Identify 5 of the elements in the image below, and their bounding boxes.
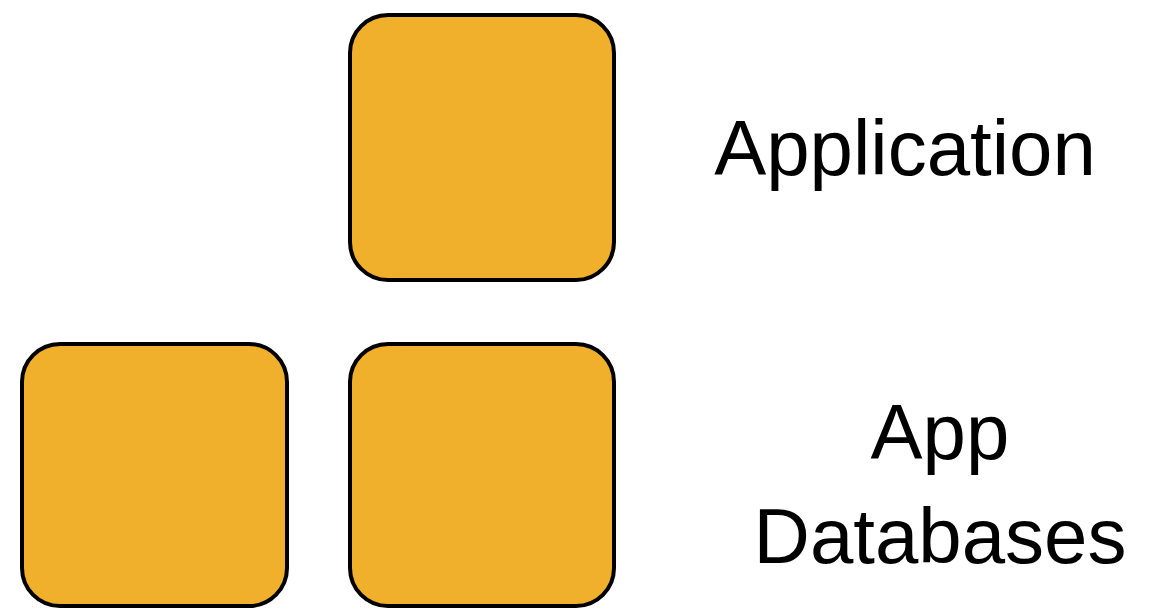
- layer-label: Application: [713, 103, 1097, 194]
- layer-label: App Databases: [752, 387, 1128, 582]
- rounded-square: [20, 342, 289, 608]
- rounded-square: [348, 13, 616, 282]
- rounded-square: [348, 342, 616, 608]
